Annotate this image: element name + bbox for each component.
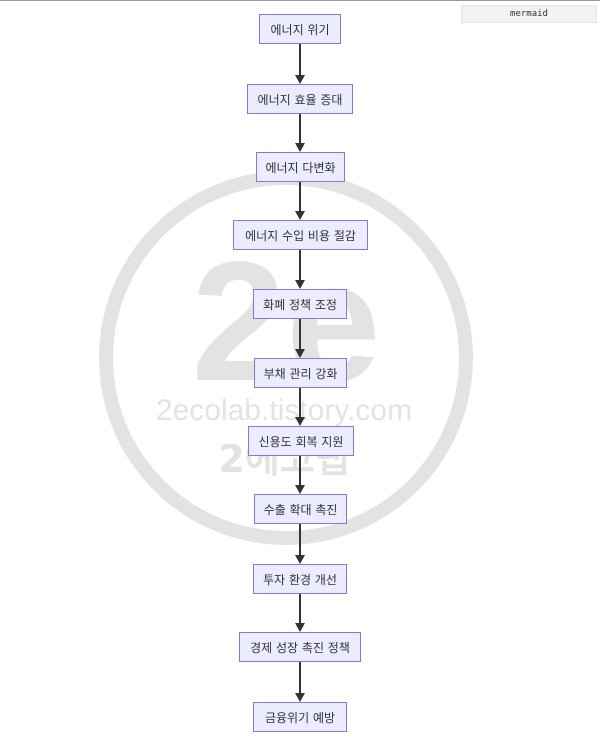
flow-edge: [295, 114, 305, 152]
arrowhead: [295, 555, 305, 564]
arrowhead: [295, 417, 305, 426]
flow-edge: [295, 594, 305, 632]
arrowhead: [295, 211, 305, 220]
arrowhead: [295, 280, 305, 289]
top-border: [0, 0, 600, 1]
arrowhead: [295, 143, 305, 152]
flow-node: 투자 환경 개선: [253, 564, 347, 594]
arrowhead: [295, 349, 305, 358]
arrowhead: [295, 485, 305, 494]
flow-node: 신용도 회복 지원: [248, 426, 354, 456]
flow-node: 에너지 위기: [259, 14, 341, 44]
flow-edge: [295, 388, 305, 426]
flow-edge: [295, 182, 305, 220]
flow-node: 경제 성장 촉진 정책: [239, 632, 361, 662]
flow-node: 금융위기 예방: [253, 702, 347, 732]
flow-edge: [295, 44, 305, 84]
flow-edge: [295, 524, 305, 564]
flow-node: 에너지 효율 증대: [247, 84, 353, 114]
flow-node: 화폐 정책 조정: [253, 289, 347, 319]
flow-node: 수출 확대 촉진: [254, 494, 347, 524]
arrowhead: [295, 623, 305, 632]
flow-edge: [295, 662, 305, 702]
flow-edge: [295, 250, 305, 289]
arrowhead: [295, 75, 305, 84]
flow-edge: [295, 319, 305, 358]
flow-edge: [295, 456, 305, 494]
flow-node: 에너지 수입 비용 절감: [233, 220, 368, 250]
arrowhead: [295, 693, 305, 702]
flow-node: 부채 관리 강화: [254, 358, 347, 388]
diagram-type-label: mermaid: [461, 5, 597, 23]
flow-node: 에너지 다변화: [256, 152, 345, 182]
